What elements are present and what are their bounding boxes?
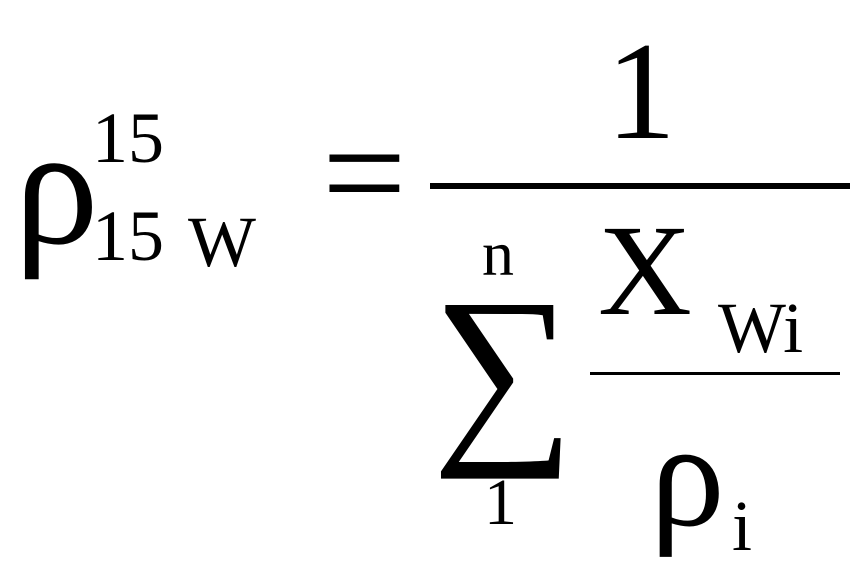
summation-symbol: ∑ <box>432 259 575 480</box>
rho-subscript-letter: W <box>188 202 256 282</box>
mass-fraction-variable: X <box>598 199 692 343</box>
equals-sign: = <box>322 90 407 256</box>
inner-fraction-bar <box>590 372 840 375</box>
sum-lower-limit: 1 <box>484 466 517 539</box>
fraction-bar <box>430 183 850 189</box>
component-density-symbol: ρ <box>650 392 725 558</box>
component-density-subscript: i <box>732 486 753 566</box>
rho-symbol: ρ <box>14 92 99 280</box>
sum-upper-limit: n <box>482 218 514 289</box>
fraction-numerator: 1 <box>606 14 676 169</box>
rho-subscript-number: 15 <box>92 196 164 276</box>
rho-superscript: 15 <box>92 98 164 178</box>
mass-fraction-subscript: Wi <box>718 288 804 368</box>
